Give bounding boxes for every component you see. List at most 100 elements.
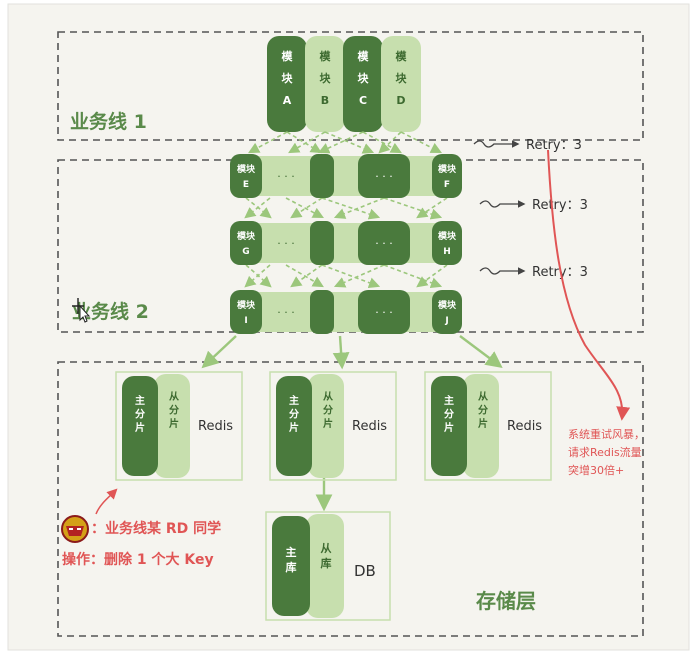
redis-box [269,371,397,481]
flow-arrow-dashed [333,264,385,288]
module-label-char: 块 [358,71,370,85]
module-row-bar [232,156,460,196]
module-ellipsis-right: · · · [375,170,392,183]
module-block-mid-wide [358,290,410,334]
redis-box [424,371,552,481]
storm-note: 系统重试风暴， 请求Redis流量 突增30倍+ [568,427,645,477]
redis-master-label-char: 主 [289,394,299,407]
flow-arrow-dashed [317,131,364,154]
avatar-mask [66,526,84,536]
flow-arrow-dashed [244,264,271,288]
flow-arrow-solid [201,335,237,369]
module-label-left-letter: I [244,316,247,326]
module-label-left-letter: G [242,247,249,257]
flow-arrow-dashed [321,197,381,220]
redis-slave-label: 从分片 [323,391,333,430]
db-box [265,511,391,621]
flow-arrows [201,131,503,512]
module-block-top [305,36,345,132]
module-block-mid-wide [358,221,410,265]
module-label-right-letter: H [443,247,451,257]
module-row-bar [232,223,460,263]
redis-box [115,371,243,481]
module-block-mid-wide [358,154,410,198]
flow-arrow-dashed [400,131,442,154]
module-block-top [343,36,383,132]
redis-master-label: 主分片 [289,394,299,434]
section-label-storage: 存储层 [476,589,536,613]
mouse-cursor-icon [72,298,91,323]
flow-arrow-solid [459,335,503,369]
module-label-char: 模 [358,49,370,63]
redis-name: Redis [507,419,542,434]
section-frame-biz1 [57,31,644,141]
module-label-right-letter: J [444,316,448,326]
redis-master-label-char: 片 [135,421,145,434]
flow-arrow-dashed [290,197,323,219]
flow-arrow-dashed [324,131,375,154]
section-label-biz2: 业务线 2 [72,300,149,323]
module-label-char: 块 [320,71,332,85]
redis-master-shard [431,376,467,476]
storm-note-line-3: 突增30倍+ [568,463,624,477]
module-row-bar [232,292,460,332]
operator-avatar [61,515,89,543]
retry-arrow [473,140,520,148]
section-frame-storage [57,361,644,637]
flow-arrow-dashed [383,264,443,289]
db-slave [306,514,344,618]
module-block-left [230,290,262,334]
module-block-mid [310,154,334,198]
flow-arrow-dashed [416,264,448,288]
module-block-top [267,36,307,132]
redis-master-label-char: 分 [135,408,145,421]
module-ellipsis-left: · · · [277,237,294,250]
db-master-label-char: 库 [286,560,297,574]
db-slave-label-char: 从 [321,542,332,555]
module-block-right [432,290,462,334]
flow-arrow-dashed [378,131,402,154]
retry-label: Retry：3 [526,138,582,153]
redis-slave-shard [308,374,344,478]
db-slave-label: 从库 [321,542,332,570]
module-label-char: C [359,94,367,107]
module-label-right-name: 模块 [438,163,457,175]
module-block-left [230,154,262,198]
module-block-mid [310,290,334,334]
retry-arrow [479,200,526,208]
module-ellipsis-left: · · · [277,170,294,183]
flow-arrow-solid [332,335,350,370]
redis-slave-label: 从分片 [478,391,488,430]
db-slave-label-char: 库 [321,556,332,570]
redis-slave-label-char: 片 [323,417,333,430]
redis-slave-label-char: 分 [478,404,488,417]
redis-master-shard [122,376,158,476]
module-label-right-name: 模块 [438,299,457,311]
flow-arrow-dashed [416,197,448,219]
redis-name: Redis [352,419,387,434]
module-label-left-name: 模块 [237,299,256,311]
module-ellipsis-left: · · · [277,306,294,319]
flow-arrow-dashed [321,264,381,289]
db-master-label: 主库 [286,545,297,574]
module-label-right-letter: F [444,180,450,190]
module-label-top: 模块A [282,49,294,107]
db-name: DB [354,562,376,580]
module-label-right-name: 模块 [438,230,457,242]
module-label-left-letter: E [243,180,249,190]
redis-master-label: 主分片 [135,394,145,434]
redis-slave-shard [154,374,190,478]
avatar-eye-right [77,528,81,530]
module-label-char: 模 [282,49,294,63]
avatar-eye-left [69,528,73,530]
redis-slave-label-char: 片 [169,417,179,430]
redis-slave-label-char: 分 [323,404,333,417]
module-block-top [381,36,421,132]
redis-name: Redis [198,419,233,434]
storm-note-line-1: 系统重试风暴， [568,427,645,441]
